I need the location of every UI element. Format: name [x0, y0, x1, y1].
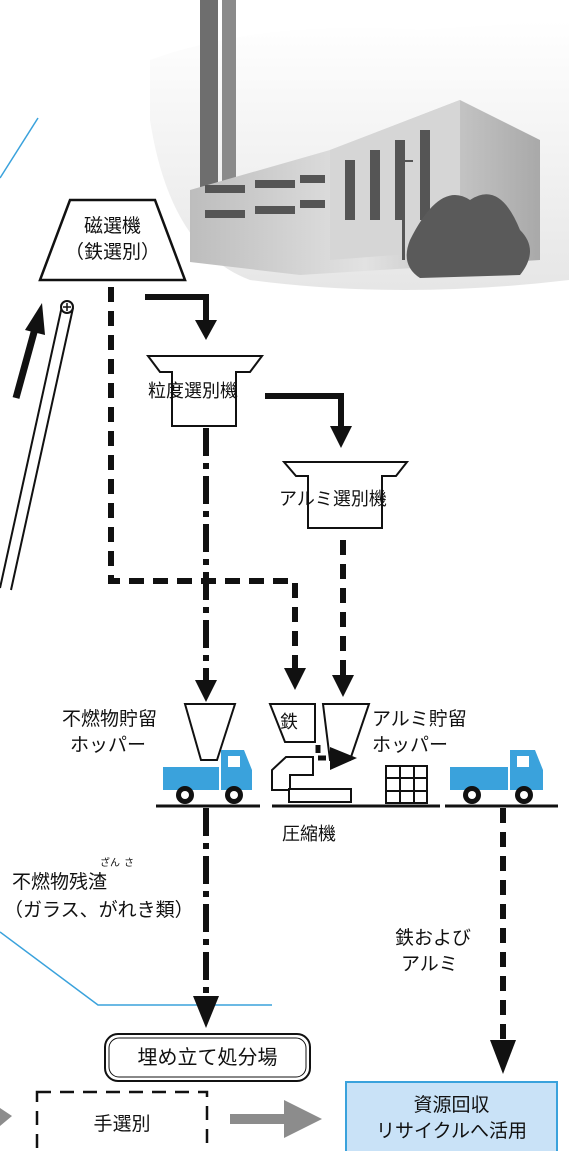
- iron-aluminum-label: 鉄および アルミ: [395, 927, 472, 975]
- arrow-to-grain-separator: [195, 320, 217, 340]
- hand-sorting-label: 手選別: [93, 1113, 151, 1135]
- aluminum-separator-shape: [281, 461, 410, 529]
- guide-line-top: [0, 117, 39, 179]
- nonburnable-hopper: [183, 703, 237, 761]
- arrow-to-aluminum-separator: [330, 426, 352, 448]
- aluminum-hopper: [321, 703, 371, 761]
- iron-hopper-label: 鉄: [280, 712, 298, 733]
- aluminum-separator-label: アルミ選別機: [279, 489, 387, 510]
- truck-right: [445, 750, 558, 808]
- resource-recovery-box: [345, 1081, 558, 1155]
- landfill-box: [104, 1033, 311, 1082]
- factory-photo: [150, 0, 569, 290]
- conveyor: [0, 300, 74, 591]
- magnetic-separator-label: 磁選機 （鉄選別）: [64, 215, 160, 263]
- landfill-label: 埋め立て処分場: [137, 1045, 278, 1069]
- compressor-label: 圧縮機: [282, 824, 336, 845]
- residue-label-line2: （ガラス、がれき類）: [4, 899, 194, 921]
- arrow-to-compressor: [330, 747, 357, 770]
- conveyor-up-arrow: [12, 303, 45, 399]
- compressed-bale: [385, 765, 428, 804]
- iron-hopper: [268, 703, 316, 743]
- grain-separator-label: 粒度選別機: [148, 381, 238, 402]
- gray-arrow-in: [0, 1108, 12, 1126]
- aluminum-hopper-label: アルミ貯留 ホッパー: [372, 708, 467, 756]
- compressor-machine: [271, 756, 440, 808]
- resource-recovery-label: 資源回収 リサイクルへ活用: [375, 1094, 528, 1142]
- nonburnable-hopper-label: 不燃物貯留 ホッパー: [62, 708, 158, 756]
- magnetic-separator-shape: [38, 198, 187, 282]
- truck-left: [156, 750, 260, 808]
- guide-line-bottom: [0, 931, 272, 1006]
- gray-arrow-to-recovery: [284, 1100, 322, 1138]
- residue-label-line1: 不燃物残渣: [12, 871, 108, 893]
- grain-separator-shape: [146, 355, 264, 427]
- hand-sorting-box: [35, 1090, 209, 1155]
